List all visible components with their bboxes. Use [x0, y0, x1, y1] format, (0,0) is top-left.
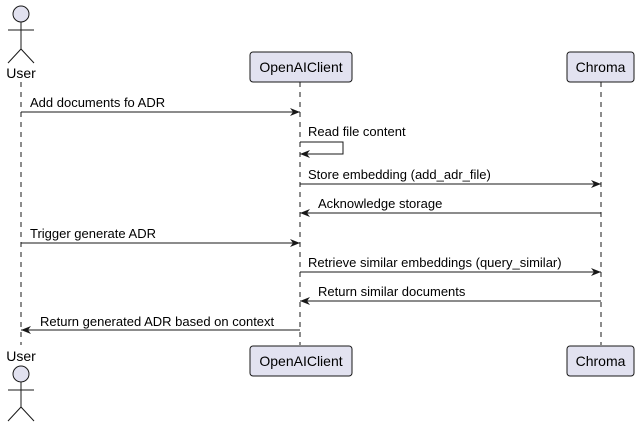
message-label: Acknowledge storage — [318, 196, 442, 211]
participant-box — [249, 51, 353, 83]
actor-user-bottom: User — [6, 348, 36, 422]
message-1: Add documents fo ADR — [21, 95, 300, 116]
message-label: Read file content — [308, 124, 406, 139]
message-label: Store embedding (add_adr_file) — [308, 167, 491, 182]
message-label: Return generated ADR based on context — [40, 314, 275, 329]
participant-openai-bottom: OpenAIClient — [249, 345, 353, 377]
message-4: Acknowledge storage — [300, 196, 601, 217]
participant-label-chroma-bottom: Chroma — [576, 353, 626, 369]
participant-label-openai-bottom: OpenAIClient — [259, 353, 342, 369]
participant-label-user-bottom: User — [6, 348, 36, 364]
participant-label-openai-top: OpenAIClient — [259, 59, 342, 75]
message-5: Trigger generate ADR — [21, 226, 300, 247]
message-3: Store embedding (add_adr_file) — [300, 167, 601, 188]
participant-box — [566, 51, 635, 83]
participant-box — [566, 345, 635, 377]
participant-openai-top: OpenAIClient — [249, 51, 353, 83]
participant-chroma-bottom: Chroma — [566, 345, 635, 377]
message-7: Return similar documents — [300, 284, 601, 305]
message-label: Add documents fo ADR — [30, 95, 165, 110]
message-label: Trigger generate ADR — [30, 226, 156, 241]
participant-label-chroma-top: Chroma — [576, 59, 626, 75]
actor-figure-icon — [7, 5, 35, 64]
actor-user-top: User — [6, 5, 36, 81]
participant-label-user-top: User — [6, 65, 36, 81]
message-6: Retrieve similar embeddings (query_simil… — [300, 255, 601, 276]
participant-chroma-top: Chroma — [566, 51, 635, 83]
actor-figure-icon — [7, 365, 35, 422]
message-arrow — [300, 141, 344, 158]
message-2: Read file content — [300, 124, 406, 158]
message-label: Return similar documents — [318, 284, 466, 299]
message-label: Retrieve similar embeddings (query_simil… — [308, 255, 562, 270]
message-8: Return generated ADR based on context — [21, 314, 300, 334]
participant-box — [249, 345, 353, 377]
